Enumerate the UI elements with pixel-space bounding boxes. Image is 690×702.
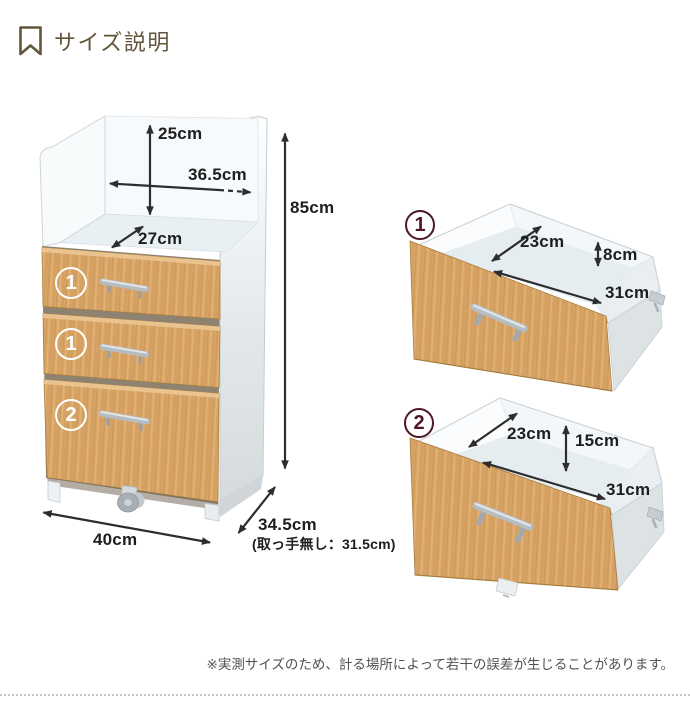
cabinet-illustration: [39, 115, 289, 545]
drawer-handle: [470, 303, 528, 342]
dim-label-upper-height: 25cm: [158, 124, 203, 143]
dim-label-depth-note: (取っ手無し：31.5cm): [252, 536, 396, 552]
cabinet-drawer-badge-3: 2: [55, 399, 87, 431]
bookmark-icon: [17, 25, 44, 57]
measurement-footnote: ※実測サイズのため、計る場所によって若干の誤差が生じることがあります。: [206, 657, 674, 672]
drawer-1-depth-label: 23cm: [520, 232, 565, 251]
dim-label-inner-depth: 27cm: [138, 229, 183, 248]
drawer-slide-bracket: [495, 577, 519, 598]
dim-label-width: 40cm: [93, 530, 138, 549]
drawer-rail-stub: [646, 506, 664, 529]
page-title: サイズ説明: [54, 30, 171, 55]
header: サイズ説明: [17, 25, 171, 57]
cabinet-drawer-badge-2: 1: [55, 328, 87, 360]
drawer-2-dimension-arrows: [468, 412, 606, 501]
bottom-dotted-divider: [0, 694, 690, 696]
cabinet-dimension-arrows: [42, 124, 289, 545]
drawer-2-badge: 2: [404, 408, 434, 438]
drawer-1-illustration: [409, 203, 666, 393]
drawer-rail-stub: [648, 290, 666, 313]
drawer-1-badge: 1: [405, 210, 435, 240]
cabinet-drawer-badge-1: 1: [55, 267, 87, 299]
drawer-1-height-label: 8cm: [603, 245, 638, 264]
dim-label-total-height: 85cm: [290, 198, 335, 217]
drawer-2-illustration: [409, 397, 665, 598]
drawer-1-dimension-arrows: [491, 225, 602, 305]
drawer-2-height-label: 15cm: [575, 431, 620, 450]
drawer-handles: [98, 278, 150, 431]
drawer-handle: [472, 502, 534, 543]
drawer-2-depth-label: 23cm: [507, 424, 552, 443]
dim-label-inner-width: 36.5cm: [188, 165, 247, 184]
caster-wheel: [117, 485, 145, 513]
drawer-2-width-label: 31cm: [606, 480, 651, 499]
dim-label-depth: 34.5cm: [258, 515, 317, 534]
drawer-1-width-label: 31cm: [605, 283, 650, 302]
